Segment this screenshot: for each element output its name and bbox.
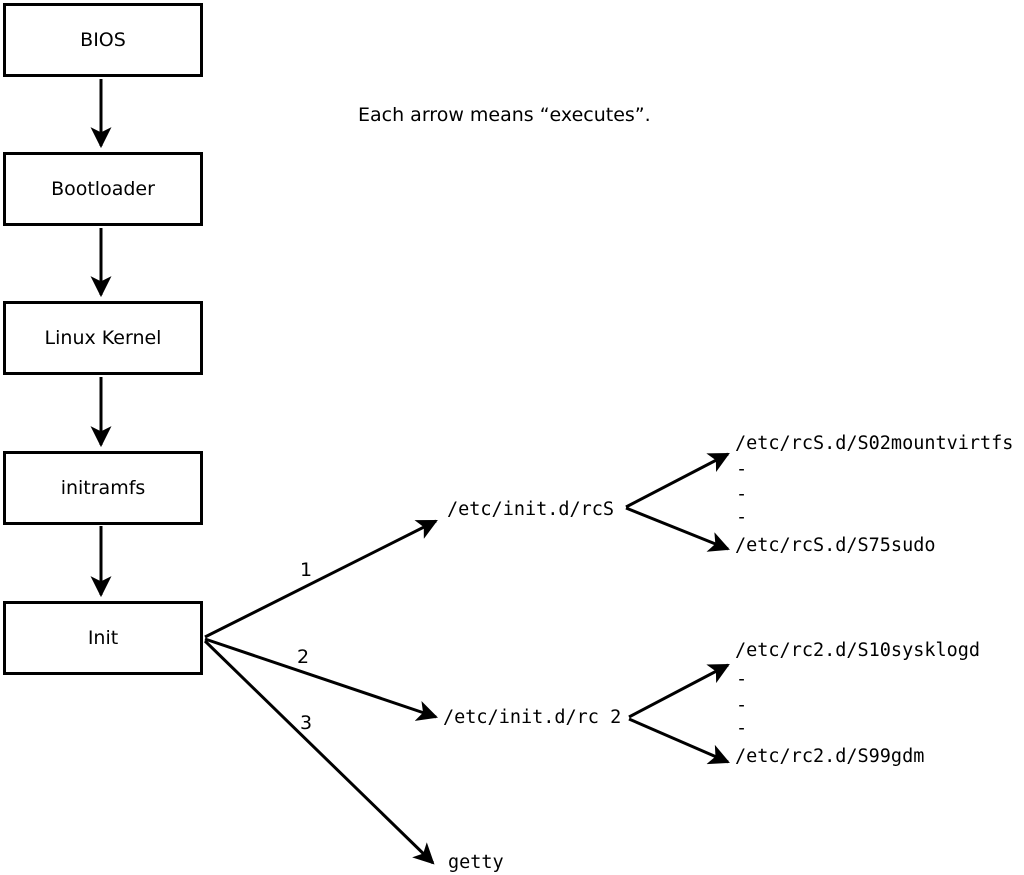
rc2-branch-dash: - xyxy=(736,669,748,690)
rcs-branch-dash: - xyxy=(736,459,748,480)
arrow-rc2-to-s10 xyxy=(628,663,730,719)
rc2-branch-dash: - xyxy=(736,718,748,739)
rcs-branch-top-label: /etc/rcS.d/S02mountvirtfs xyxy=(735,433,1014,454)
box-linux-kernel-label: Linux Kernel xyxy=(44,327,162,349)
box-initramfs-label: initramfs xyxy=(60,477,146,499)
rc2-branch-dash: - xyxy=(736,695,748,716)
box-init-label: Init xyxy=(87,627,119,649)
box-bootloader-label: Bootloader xyxy=(51,178,155,200)
box-bootloader: Bootloader xyxy=(3,152,203,226)
rc2-script-label: /etc/init.d/rc 2 xyxy=(443,707,622,728)
fan-number-1: 1 xyxy=(300,559,313,581)
box-bios-label: BIOS xyxy=(80,29,126,51)
rcs-branch-bottom-label: /etc/rcS.d/S75sudo xyxy=(735,535,936,556)
fan-number-3: 3 xyxy=(300,712,313,734)
arrow-init-to-rc2 xyxy=(204,637,438,721)
getty-label: getty xyxy=(448,852,504,873)
arrow-init-to-rcs xyxy=(204,519,438,639)
rcs-branch-dash: - xyxy=(736,484,748,505)
arrow-rc2-to-s99 xyxy=(628,717,730,765)
box-initramfs: initramfs xyxy=(3,451,203,525)
arrow-rcs-to-s75 xyxy=(625,506,730,552)
arrow-init-to-getty xyxy=(203,639,435,865)
rcs-branch-dash: - xyxy=(736,507,748,528)
box-init: Init xyxy=(3,601,203,675)
box-bios: BIOS xyxy=(3,3,203,77)
rc2-branch-bottom-label: /etc/rc2.d/S99gdm xyxy=(735,746,925,767)
legend-note: Each arrow means “executes”. xyxy=(358,104,651,126)
rcs-script-label: /etc/init.d/rcS xyxy=(447,499,615,520)
fan-number-2: 2 xyxy=(297,646,310,668)
rc2-branch-top-label: /etc/rc2.d/S10sysklogd xyxy=(735,640,981,661)
arrow-rcs-to-s02 xyxy=(625,452,730,509)
box-linux-kernel: Linux Kernel xyxy=(3,301,203,375)
